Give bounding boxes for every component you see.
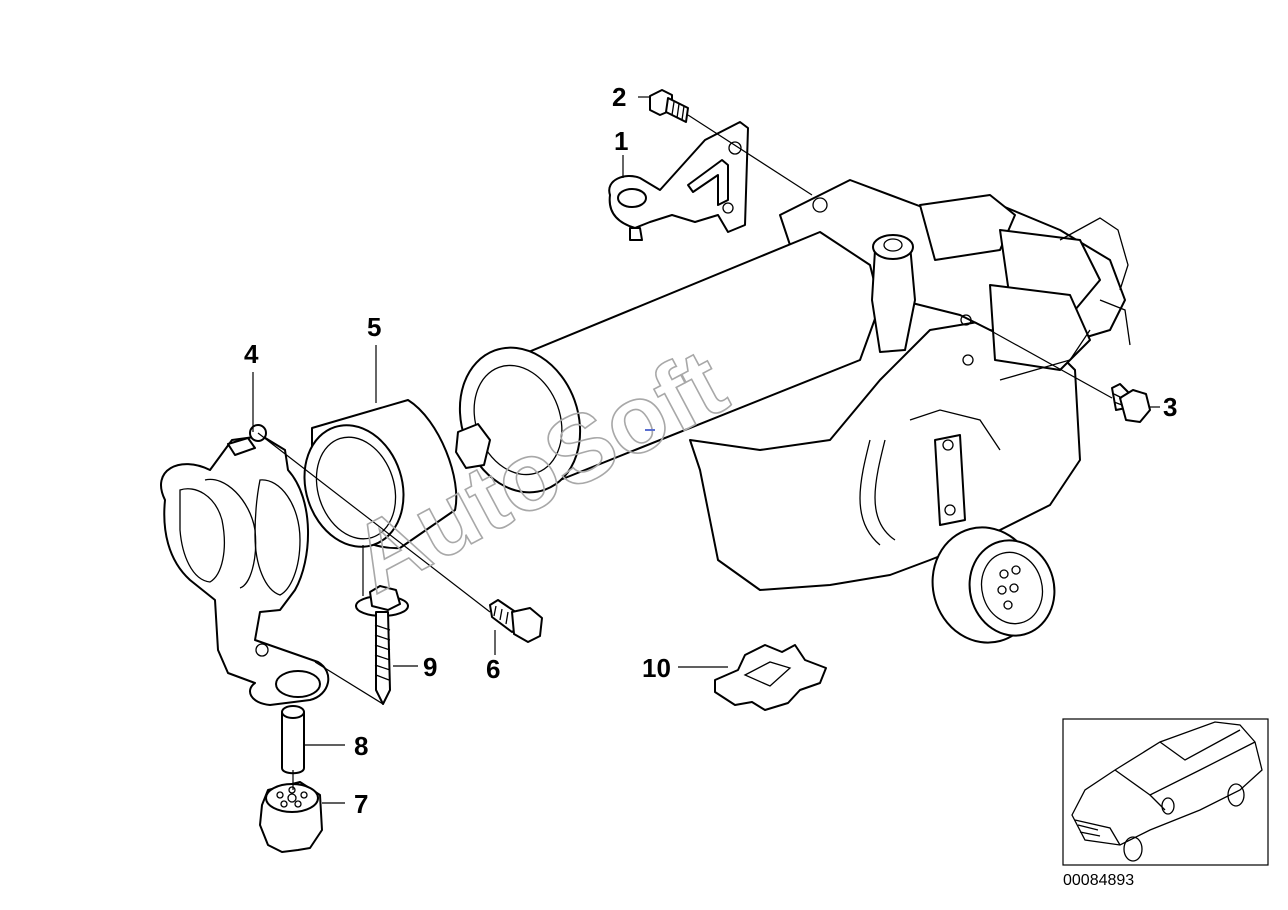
hydraulic-unit	[455, 179, 1131, 644]
car-icon	[1071, 721, 1263, 862]
grommet-part-7	[259, 781, 323, 853]
callout-1: 1	[614, 126, 628, 156]
sleeve-part-5	[303, 399, 458, 550]
callout-8: 8	[354, 731, 368, 761]
callout-6: 6	[486, 654, 500, 684]
callout-3: 3	[1163, 392, 1177, 422]
callout-10: 10	[642, 653, 671, 683]
clamp-bracket-part-4	[160, 424, 330, 706]
vehicle-thumbnail	[1062, 718, 1269, 866]
bracket-part-1	[608, 121, 749, 241]
callout-5: 5	[367, 312, 381, 342]
callout-numbers: 2 1 3 4 5 6 7 8 9 10	[244, 82, 1177, 819]
bolt-part-6	[489, 599, 543, 643]
clip-part-10	[714, 644, 827, 711]
screw-part-9	[355, 585, 409, 705]
thumbnail-frame	[1062, 718, 1269, 866]
bolt-part-2	[649, 89, 689, 123]
callout-9: 9	[423, 652, 437, 682]
spacer-part-8	[281, 705, 305, 775]
callout-7: 7	[354, 789, 368, 819]
leader-lines	[252, 96, 1160, 804]
bolt-part-3	[1111, 383, 1151, 423]
callout-2: 2	[612, 82, 626, 112]
reference-number: 00084893	[1063, 872, 1134, 889]
callout-4: 4	[244, 339, 259, 369]
